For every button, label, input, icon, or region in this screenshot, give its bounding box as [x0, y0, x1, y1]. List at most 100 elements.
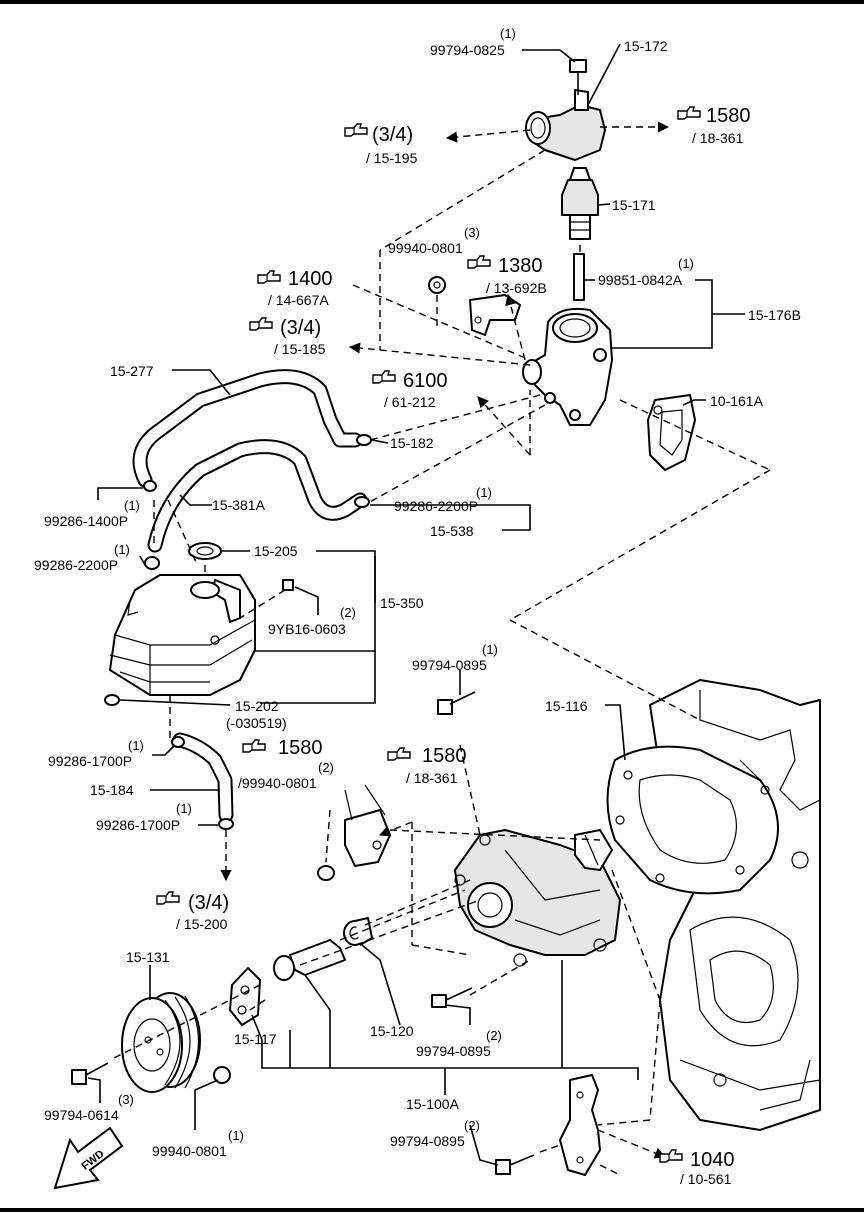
pump-shaft	[273, 939, 346, 981]
ref-1400-sub: / 14-667A	[268, 292, 329, 308]
clamp-99286-1400p	[143, 480, 157, 492]
water-pump-pulley	[121, 992, 201, 1093]
clamp-99286-2200p-right	[354, 496, 370, 508]
label-99940-0801-top: 99940-0801	[388, 240, 463, 256]
bolt-99794-0895-mid	[431, 987, 473, 1008]
ref-6100: 6100	[403, 370, 448, 392]
qty-1580-mid: (2)	[318, 760, 334, 775]
label-15-184: 15-184	[90, 782, 134, 798]
qty-99794-0895-top: (1)	[482, 642, 498, 657]
nut-99940-0801-top	[428, 276, 446, 294]
qty-99851-0842a: (1)	[678, 256, 694, 271]
ref-1580-mid-sub: /99940-0801	[238, 775, 317, 791]
housing-gasket	[647, 394, 696, 471]
label-99286-2200p-left: 99286-2200P	[34, 557, 118, 573]
label-15-120: 15-120	[370, 1023, 414, 1039]
bolt-9yb16-0603	[282, 579, 294, 591]
ref-34-mid-sub: / 15-185	[274, 341, 326, 357]
label-99286-1400p: 99286-1400P	[44, 513, 128, 529]
ref-1580-right: 1580	[422, 745, 467, 767]
ref-34-bot-sub: / 15-200	[176, 916, 228, 932]
clamp-15-182	[356, 434, 372, 446]
ref-1380-sub: / 13-692B	[486, 280, 547, 296]
bracket-1380	[469, 294, 521, 336]
leader-lines	[87, 43, 745, 1166]
plate-15-117	[229, 967, 261, 1026]
label-99794-0895-bottom: 99794-0895	[390, 1133, 465, 1149]
label-99286-1700p-b: 99286-1700P	[96, 817, 180, 833]
ref-1580-right-sub: / 18-361	[406, 770, 458, 786]
coolant-reservoir	[109, 574, 256, 696]
ref-1580-top: 1580	[706, 105, 751, 127]
label-9yb16-0603: 9YB16-0603	[268, 621, 346, 637]
thermostat-cover	[525, 89, 606, 161]
bracket-1040	[559, 1074, 601, 1176]
label-10-161a: 10-161A	[710, 393, 764, 409]
ref-1380: 1380	[498, 255, 543, 277]
qty-9yb16-0603: (2)	[340, 605, 356, 620]
label-15-205: 15-205	[254, 543, 298, 559]
water-pump-gasket	[606, 745, 779, 895]
clamp-99286-1700p-b	[218, 818, 234, 830]
labels: (1) 99794-0825 15-172 1580 / 18-361 (3/4…	[34, 26, 801, 1187]
thermostat	[561, 167, 599, 240]
bolt-99794-0614	[71, 1062, 109, 1085]
qty-99286-1700p-b: (1)	[176, 801, 192, 816]
dashed-lines	[109, 121, 771, 1176]
ref-1580-top-sub: / 18-361	[692, 130, 744, 146]
label-99286-2200p-right: 99286-2200P	[394, 498, 478, 514]
nut-99940-0801-mid	[317, 865, 335, 881]
fwd-arrow-icon: FWD	[53, 1126, 124, 1190]
qty-99794-0895-bottom: (2)	[464, 1118, 480, 1133]
label-15-116: 15-116	[545, 698, 588, 714]
label-15-117: 15-117	[234, 1031, 277, 1047]
nut-99940-0801-bottom	[213, 1066, 231, 1084]
qty-99940-0801-bottom: (1)	[228, 1128, 244, 1143]
qty-99794-0614: (3)	[118, 1092, 134, 1107]
label-99794-0614: 99794-0614	[44, 1107, 119, 1123]
ref-34-top: (3/4)	[372, 124, 413, 146]
ref-1400: 1400	[288, 268, 333, 290]
label-99794-0825: 99794-0825	[430, 42, 505, 58]
label-99286-1700p-a: 99286-1700P	[48, 753, 132, 769]
label-15-202-date: (-030519)	[226, 715, 287, 731]
ref-34-top-sub: / 15-195	[366, 150, 418, 166]
thermostat-housing	[522, 307, 613, 426]
ref-1040-sub: / 10-561	[680, 1171, 732, 1187]
bolt-99794-0825	[569, 59, 587, 95]
ref-34-mid: (3/4)	[280, 317, 321, 339]
ref-1040: 1040	[690, 1149, 735, 1171]
label-99794-0895-top: 99794-0895	[412, 657, 487, 673]
qty-99286-2200p-left: (1)	[114, 542, 130, 557]
label-99940-0801-bottom: 99940-0801	[152, 1143, 227, 1159]
bolt-99794-0895-top	[437, 691, 476, 715]
reservoir-cap	[188, 542, 222, 560]
label-99851-0842a: 99851-0842A	[598, 272, 683, 288]
label-15-182: 15-182	[390, 435, 434, 451]
stud-99851-0842a	[573, 253, 585, 301]
drain-plug	[104, 694, 120, 706]
clamp-99286-1700p-a	[171, 736, 185, 748]
label-15-202: 15-202	[235, 698, 279, 714]
label-99794-0895-mid: 99794-0895	[416, 1043, 491, 1059]
ref-34-bot: (3/4)	[188, 892, 229, 914]
qty-99794-0895-mid: (2)	[486, 1028, 502, 1043]
label-15-100a: 15-100A	[406, 1096, 460, 1112]
bracket-1580	[344, 784, 391, 867]
label-15-350: 15-350	[380, 595, 424, 611]
label-15-131: 15-131	[126, 949, 170, 965]
hose-15-381a	[147, 439, 368, 553]
label-15-277: 15-277	[110, 363, 154, 379]
label-15-171: 15-171	[612, 197, 656, 213]
qty-99940-0801-top: (3)	[464, 225, 480, 240]
qty-99286-1400p: (1)	[124, 498, 140, 513]
seal-15-120	[343, 917, 373, 946]
clamp-99286-2200p-left	[144, 556, 160, 570]
bolt-99794-0895-bottom	[495, 1154, 535, 1175]
label-15-172: 15-172	[624, 38, 668, 54]
label-15-176b: 15-176B	[748, 307, 801, 323]
label-15-381a: 15-381A	[212, 497, 266, 513]
qty-99286-2200p-right: (1)	[476, 485, 492, 500]
qty-99794-0825: (1)	[500, 26, 516, 41]
ref-6100-sub: / 61-212	[384, 394, 436, 410]
